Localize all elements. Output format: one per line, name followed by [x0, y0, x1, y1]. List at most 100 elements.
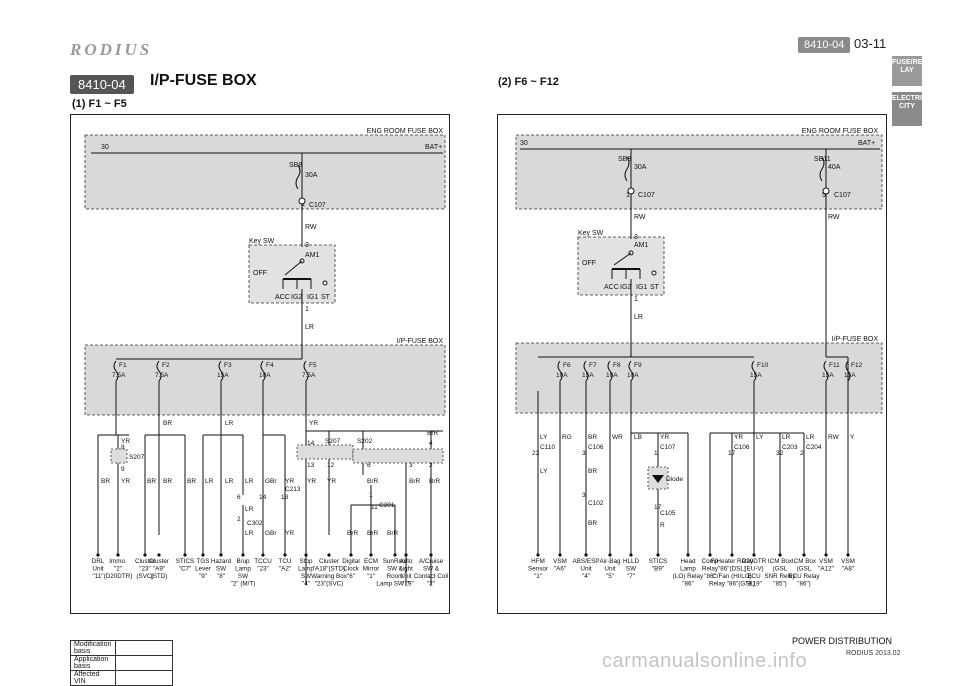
right-load-label: STICS"B9" — [649, 553, 668, 573]
conn-c203: C203 — [782, 444, 798, 451]
pin-32: 32 — [776, 450, 784, 457]
eng-room-label-right: ENG ROOM FUSE BOX — [802, 128, 879, 135]
load-line: DRL — [92, 558, 105, 565]
wire-immo-yr: YR — [121, 478, 130, 485]
left-load-label: Cluster"A18"(STD)Warning Box"23"(SVC) — [311, 553, 348, 588]
load-line: SNR Relay — [764, 573, 796, 580]
left-load-label: TCU"A2" — [279, 553, 292, 573]
conn-c106b: C106 — [734, 444, 750, 451]
tab-fuse-relay[interactable]: FUSE/RE LAY — [892, 56, 922, 86]
load-line: (LO) Relay — [673, 573, 704, 580]
keysw-label: Key SW — [249, 238, 275, 245]
keysw-pin-out-right: 1 — [634, 296, 638, 303]
footer-row-label: Modification basis — [70, 640, 116, 656]
load-line: "A2" — [279, 566, 291, 573]
page-number: 03-11 — [854, 36, 887, 51]
left-load-label: STICS"C7" — [176, 553, 194, 573]
keysw-st: ST — [321, 294, 331, 301]
tab-electricity[interactable]: ELECTRI CITY — [892, 92, 922, 126]
load-line: Room — [387, 573, 404, 580]
load-line: "1" — [534, 573, 542, 580]
load-line: STICS — [649, 558, 668, 565]
right-load-label: D20DTR(EU-V)ECU"B19" — [742, 553, 767, 588]
wire-hazard-lr: LR — [225, 478, 234, 485]
fuse-name: F6 — [563, 362, 571, 369]
fuse-name: F3 — [224, 362, 232, 369]
wire-tccu-gbr: GBr — [265, 478, 277, 485]
load-line: "86" — [682, 581, 693, 588]
pin-3b-r: 3 — [582, 492, 586, 499]
load-line: TGS — [197, 558, 210, 565]
footer-title: POWER DISTRIBUTION — [792, 636, 893, 646]
load-line: Contact Coil — [414, 573, 448, 580]
load-line: (GSL — [773, 566, 788, 573]
keysw-pin-in-right: 3 — [634, 234, 638, 241]
load-line: Clock — [343, 566, 360, 573]
pin-2b: 2 — [237, 516, 241, 523]
load-line: "B9" — [652, 566, 664, 573]
wire-y: Y — [850, 434, 855, 441]
wire-lb: LB — [634, 434, 642, 441]
pin-13: 13 — [307, 462, 315, 469]
wire-ecm-brr: BrR — [367, 478, 379, 485]
conn-c302: C302 — [247, 520, 263, 527]
pin-2-r: 2 — [800, 450, 804, 457]
load-line: Hazard — [211, 558, 232, 565]
load-line: "A6" — [554, 566, 566, 573]
sb8-amp: 30A — [305, 172, 318, 179]
load-line: HFM — [531, 558, 545, 565]
wire-drl-br: BR — [101, 478, 110, 485]
right-wiring-diagram: ENG ROOM FUSE BOX I/P-FUSE BOX 30 BAT+ S… — [497, 114, 887, 614]
wire-f3-lr: LR — [225, 420, 234, 427]
diode-label: Diode — [666, 476, 683, 483]
load-line: SW — [238, 573, 248, 580]
wire-f1-yr: YR — [121, 438, 130, 445]
load-line: "86" — [704, 573, 715, 580]
footer-row-label: Application basis — [70, 655, 116, 671]
eng-room-box-area-right — [515, 134, 883, 210]
wire-rg: RG — [562, 434, 572, 441]
fuse-name: F9 — [634, 362, 642, 369]
conn-c213: C213 — [285, 486, 301, 493]
wire-rw-right-2: RW — [828, 214, 840, 221]
bus-bat-right: BAT+ — [858, 140, 875, 147]
load-line: Head — [680, 558, 696, 565]
pin-8: 8 — [121, 444, 125, 451]
load-line: ABS/ESP — [573, 558, 600, 565]
load-line: "A18"(STD) — [313, 566, 345, 573]
ip-box-label: I/P-FUSE BOX — [397, 338, 444, 345]
load-line: "11" — [92, 573, 103, 580]
keysw-label-right: Key SW — [578, 230, 604, 237]
conn-c107-r: C107 — [660, 444, 676, 451]
conn-c201: C201 — [379, 502, 395, 509]
watermark: carmanualsonline.info — [602, 650, 808, 672]
load-line: "86"(DSL) — [718, 566, 746, 573]
load-line: "23" — [139, 566, 150, 573]
pin-12: 12 — [327, 462, 335, 469]
load-line: D20DTR — [742, 558, 767, 565]
load-line: Lamp — [235, 566, 251, 573]
load-line: Lamp SW "9" — [376, 581, 413, 588]
load-line: Mirror — [363, 566, 379, 573]
splice-s207-b: S207 — [325, 438, 341, 445]
load-line: Lamp — [680, 566, 696, 573]
keysw-acc-right: ACC — [604, 284, 619, 291]
left-load-label: Immo."2"(D20DTR) — [104, 553, 132, 580]
load-line: "C7" — [179, 566, 192, 573]
load-line: VSM — [553, 558, 567, 565]
pin-3: 3 — [409, 462, 413, 469]
conn-c110: C110 — [540, 444, 555, 451]
keysw-ig1: IG1 — [307, 294, 318, 301]
conn-c204: C204 — [806, 444, 822, 451]
bus-30-label: 30 — [101, 144, 109, 151]
wire-auto-brr: BrR — [409, 478, 421, 485]
c107-pin1: 1 — [626, 192, 630, 199]
ip-box-label-right: I/P-FUSE BOX — [832, 336, 879, 343]
eng-room-box-area — [84, 134, 446, 210]
load-line: "1" — [367, 573, 375, 580]
wire-tccu-gbr2: GBr — [265, 530, 277, 537]
